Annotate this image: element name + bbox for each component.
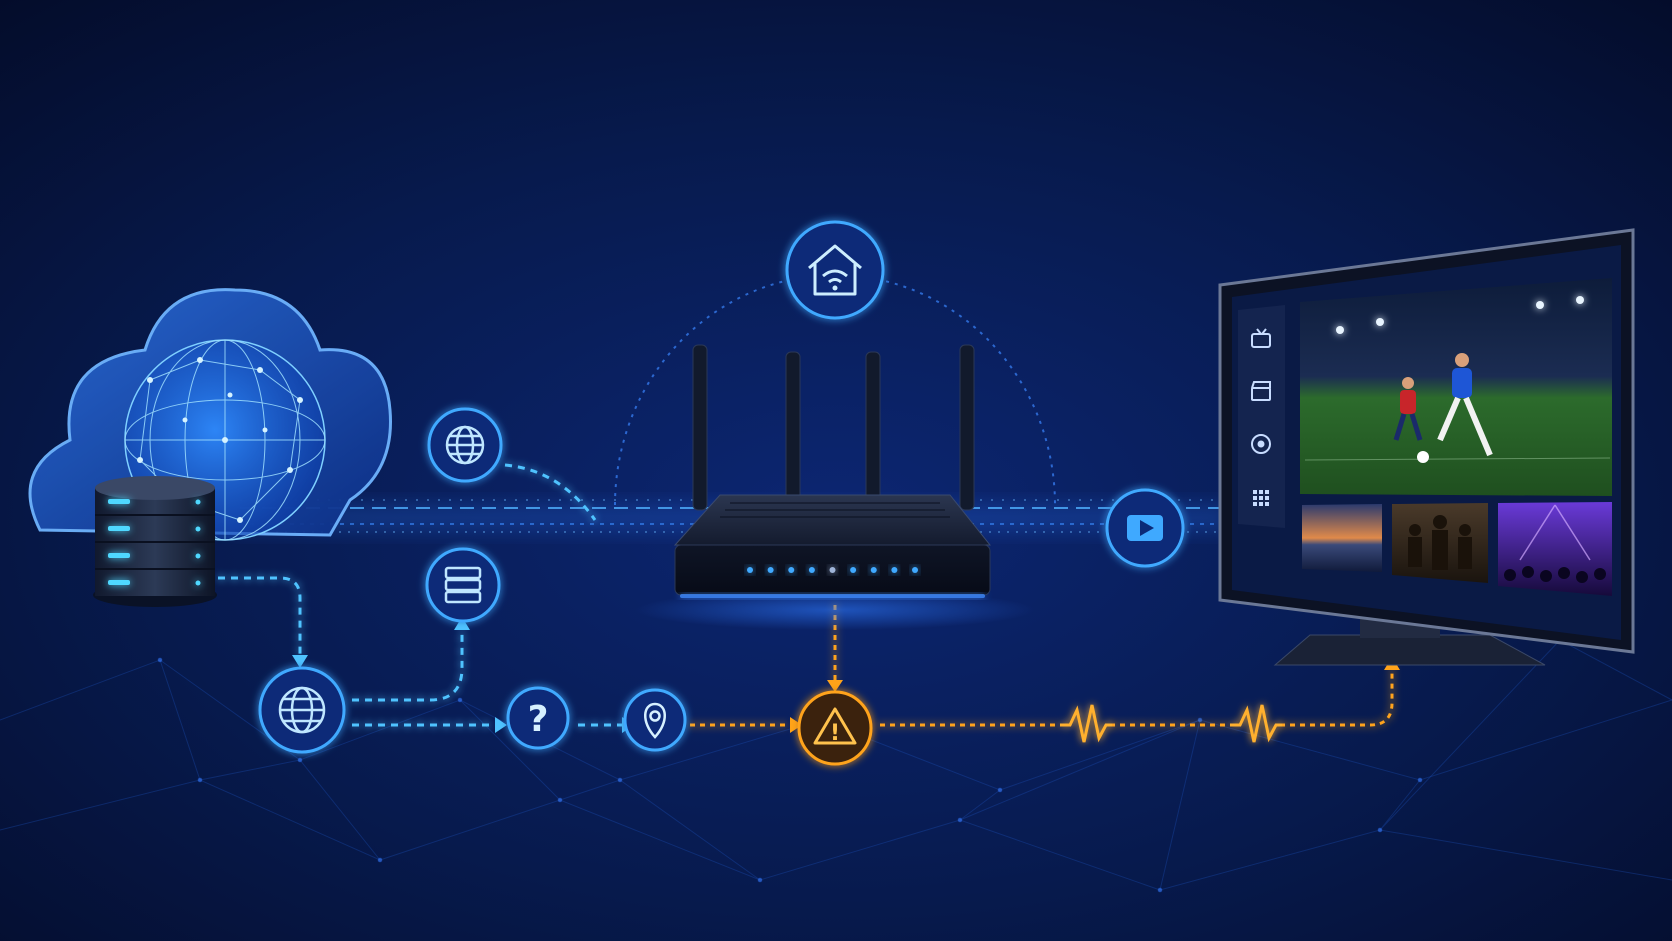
stadium-football-match-thumbnail[interactable]	[1300, 278, 1612, 496]
question-icon: ?	[506, 686, 570, 750]
server-stack-icon	[425, 547, 501, 623]
tv-icon	[1251, 328, 1271, 348]
globe-icon	[427, 407, 503, 483]
clapperboard-icon	[1251, 381, 1271, 401]
router-led-row	[747, 567, 918, 573]
router-led	[870, 567, 877, 573]
question-glyph: ?	[528, 699, 549, 740]
database-server-icon	[93, 476, 217, 607]
warning-triangle-icon: !	[797, 690, 873, 766]
router-led	[808, 567, 815, 573]
wifi-router-icon	[635, 344, 1035, 630]
player-blue	[1437, 353, 1493, 457]
router-led	[912, 567, 918, 573]
router-led	[829, 567, 836, 573]
player-red	[1393, 377, 1423, 441]
blue-connectors	[218, 463, 622, 727]
play-icon	[1105, 488, 1185, 568]
home-wifi-icon	[785, 220, 885, 320]
router-led	[891, 567, 898, 573]
router-led	[850, 567, 857, 573]
router-led	[747, 567, 753, 573]
grid-apps-icon	[1253, 490, 1269, 506]
record-icon	[1251, 434, 1271, 454]
orange-connectors	[690, 605, 1394, 727]
movie-cast-thumbnail[interactable]	[1392, 503, 1488, 583]
globe-icon	[258, 666, 346, 754]
tv-sidebar	[1238, 305, 1285, 528]
signal-pulse-icon	[1060, 704, 1282, 743]
location-pin-icon	[623, 688, 687, 752]
football	[1417, 451, 1429, 463]
concert-crowd-thumbnail[interactable]	[1498, 502, 1612, 596]
sunset-sea-thumbnail[interactable]	[1302, 504, 1382, 572]
router-led	[767, 567, 774, 573]
warning-glyph: !	[830, 721, 840, 746]
router-led	[788, 567, 795, 573]
smart-tv-icon	[1218, 228, 1635, 666]
